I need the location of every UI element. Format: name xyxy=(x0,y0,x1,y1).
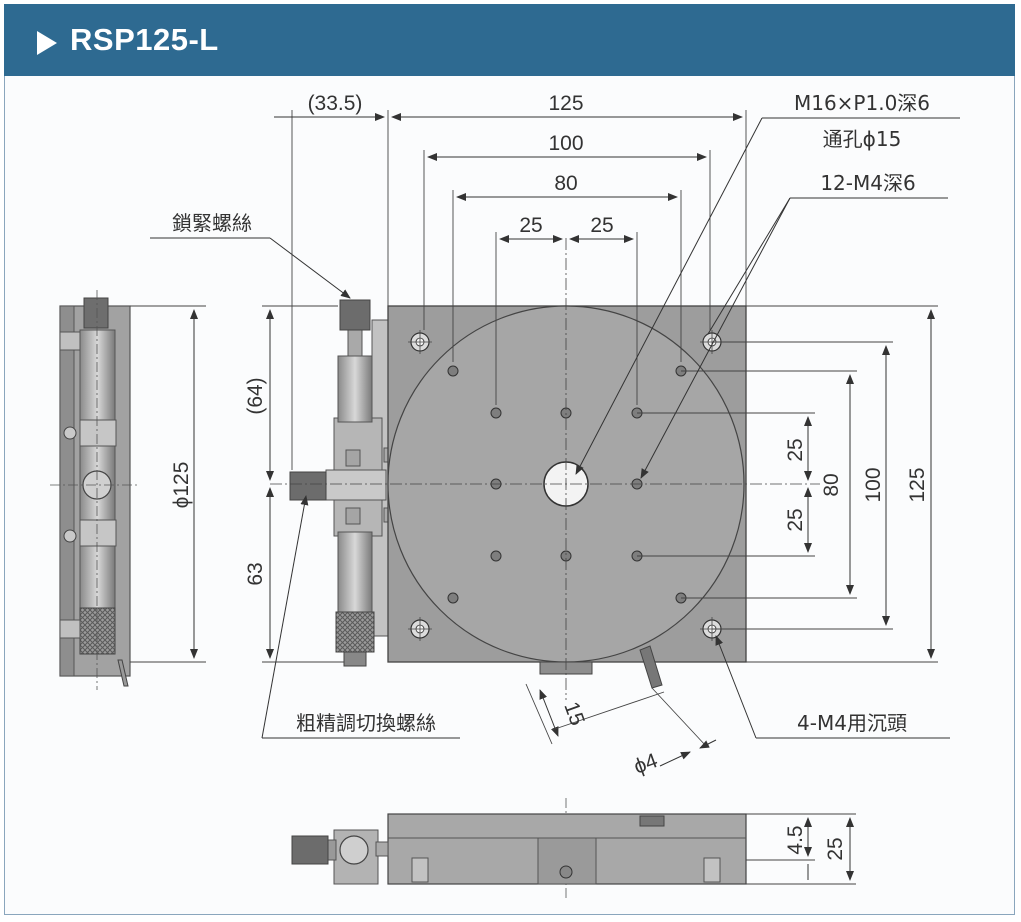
dim-63: 63 xyxy=(244,562,267,585)
page-title: RSP125-L xyxy=(70,22,219,57)
dim-25-bottom: 25 xyxy=(824,837,847,860)
title-bar: RSP125-L xyxy=(4,4,1015,76)
play-arrow-icon xyxy=(37,31,57,55)
label-through-hole: 通孔ϕ15 xyxy=(823,127,902,151)
dim-15: 15 xyxy=(559,699,589,729)
dim-33-5: (33.5) xyxy=(308,92,363,115)
dim-25-lower: 25 xyxy=(784,508,807,531)
dim-25-upper: 25 xyxy=(784,438,807,461)
dim-25-left: 25 xyxy=(519,214,542,237)
dim-100-right: 100 xyxy=(862,467,885,502)
front-view-bottom: 4.5 25 xyxy=(291,798,856,900)
dim-100-top: 100 xyxy=(548,132,583,155)
dim-25-right: 25 xyxy=(590,214,613,237)
top-view: (33.5) 125 100 80 25 25 (64) 63 xyxy=(150,91,960,779)
label-counterbore: 4-M4用沉頭 xyxy=(797,711,907,735)
label-coarse-fine-screw: 粗精調切換螺絲 xyxy=(296,711,436,735)
dim-80-right: 80 xyxy=(820,473,843,496)
dim-125-top: 125 xyxy=(548,92,583,115)
dim-125-right: 125 xyxy=(906,467,929,502)
dim-dia125: ϕ125 xyxy=(170,462,193,509)
label-tap-holes: 12-M4深6 xyxy=(820,171,915,195)
label-lock-screw: 鎖緊螺絲 xyxy=(172,211,252,235)
dim-4-5: 4.5 xyxy=(784,825,807,854)
dim-64: (64) xyxy=(244,377,267,414)
label-center-hole: M16×P1.0深6 xyxy=(794,91,930,115)
side-view-left: ϕ125 xyxy=(50,290,206,690)
dim-80-top: 80 xyxy=(554,172,577,195)
dim-phi4: ϕ4 xyxy=(631,749,661,779)
